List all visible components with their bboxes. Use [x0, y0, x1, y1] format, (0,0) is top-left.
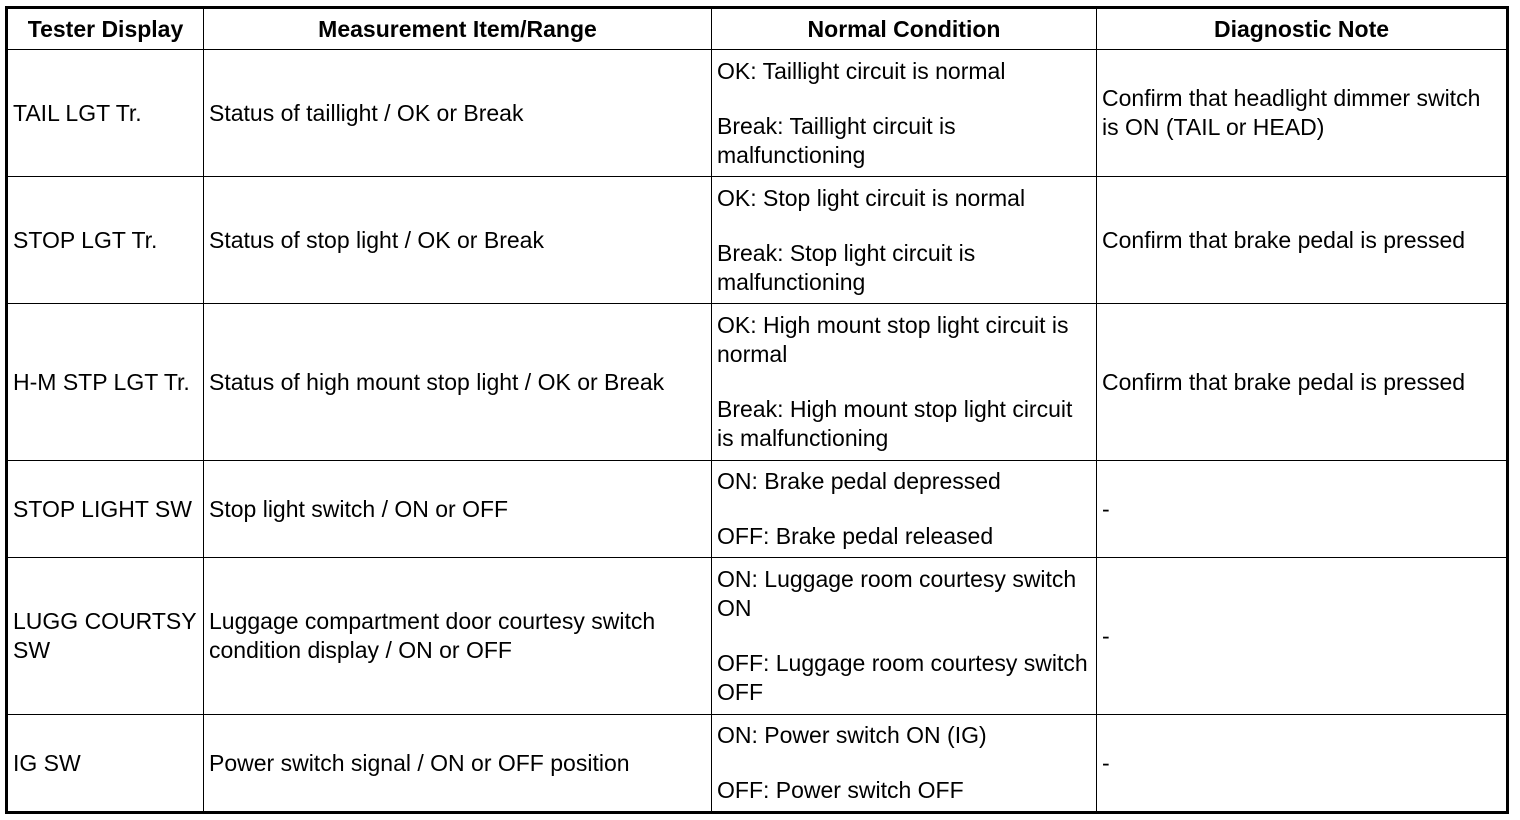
cell-measurement: Status of taillight / OK or Break	[203, 49, 712, 177]
data-list-table-container: Tester Display Measurement Item/Range No…	[5, 6, 1509, 814]
table-row: IG SW Power switch signal / ON or OFF po…	[6, 714, 1508, 813]
condition-ok: OK: High mount stop light circuit is nor…	[717, 312, 1069, 367]
cell-measurement: Stop light switch / ON or OFF	[203, 460, 712, 558]
condition-off: OFF: Power switch OFF	[717, 777, 964, 803]
cell-diagnostic-note: -	[1096, 460, 1508, 558]
header-normal-condition: Normal Condition	[711, 7, 1097, 50]
cell-normal-condition: ON: Brake pedal depressed OFF: Brake ped…	[711, 460, 1097, 558]
table-row: STOP LGT Tr. Status of stop light / OK o…	[6, 176, 1508, 304]
cell-diagnostic-note: Confirm that brake pedal is pressed	[1096, 176, 1508, 304]
cell-diagnostic-note: Confirm that brake pedal is pressed	[1096, 303, 1508, 461]
cell-normal-condition: ON: Power switch ON (IG) OFF: Power swit…	[711, 714, 1097, 813]
table-row: TAIL LGT Tr. Status of taillight / OK or…	[6, 49, 1508, 177]
cell-diagnostic-note: -	[1096, 714, 1508, 813]
condition-break: Break: Stop light circuit is malfunction…	[717, 239, 976, 295]
cell-tester-display: STOP LIGHT SW	[6, 460, 204, 558]
cell-normal-condition: OK: Stop light circuit is normal Break: …	[711, 176, 1097, 304]
cell-diagnostic-note: Confirm that headlight dimmer switch is …	[1096, 49, 1508, 177]
cell-normal-condition: ON: Luggage room courtesy switch ON OFF:…	[711, 557, 1097, 715]
condition-on: ON: Brake pedal depressed	[717, 468, 1001, 494]
table-row: H-M STP LGT Tr. Status of high mount sto…	[6, 303, 1508, 461]
condition-break: Break: Taillight circuit is malfunctioni…	[717, 112, 956, 168]
cell-normal-condition: OK: Taillight circuit is normal Break: T…	[711, 49, 1097, 177]
cell-tester-display: TAIL LGT Tr.	[6, 49, 204, 177]
cell-diagnostic-note: -	[1096, 557, 1508, 715]
condition-ok: OK: Taillight circuit is normal	[717, 57, 1006, 84]
cell-measurement: Status of high mount stop light / OK or …	[203, 303, 712, 461]
condition-ok: OK: Stop light circuit is normal	[717, 184, 1026, 211]
cell-measurement: Status of stop light / OK or Break	[203, 176, 712, 304]
header-tester-display: Tester Display	[6, 7, 204, 50]
table-row: LUGG COURTSY SW Luggage compartment door…	[6, 557, 1508, 715]
condition-on: ON: Luggage room courtesy switch ON	[717, 566, 1077, 621]
condition-on: ON: Power switch ON (IG)	[717, 722, 987, 748]
cell-measurement: Power switch signal / ON or OFF position	[203, 714, 712, 813]
cell-tester-display: H-M STP LGT Tr.	[6, 303, 204, 461]
data-list-table: Tester Display Measurement Item/Range No…	[5, 6, 1509, 814]
condition-off: OFF: Luggage room courtesy switch OFF	[717, 650, 1088, 705]
cell-measurement: Luggage compartment door courtesy switch…	[203, 557, 712, 715]
cell-normal-condition: OK: High mount stop light circuit is nor…	[711, 303, 1097, 461]
table-row: STOP LIGHT SW Stop light switch / ON or …	[6, 460, 1508, 558]
header-measurement-item-range: Measurement Item/Range	[203, 7, 712, 50]
cell-tester-display: STOP LGT Tr.	[6, 176, 204, 304]
header-diagnostic-note: Diagnostic Note	[1096, 7, 1508, 50]
condition-break: Break: High mount stop light circuit is …	[717, 396, 1073, 451]
condition-off: OFF: Brake pedal released	[717, 523, 994, 549]
cell-tester-display: IG SW	[6, 714, 204, 813]
table-header-row: Tester Display Measurement Item/Range No…	[6, 7, 1508, 50]
cell-tester-display: LUGG COURTSY SW	[6, 557, 204, 715]
